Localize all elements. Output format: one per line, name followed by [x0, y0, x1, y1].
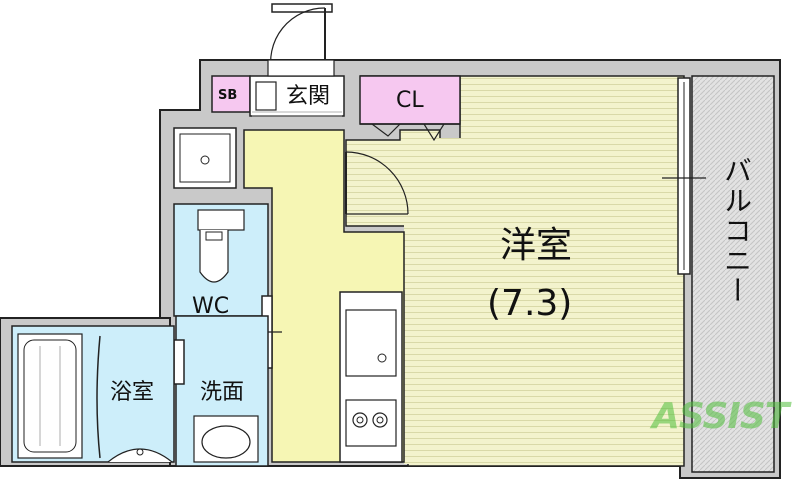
shoe-box-label: SB [218, 88, 238, 103]
toilet-label: WC [192, 294, 230, 319]
closet-label: CL [396, 88, 424, 113]
western-room-floor [404, 138, 682, 464]
closet-area [359, 75, 461, 125]
watermark-logo: ASSIST [652, 396, 789, 437]
bathroom-label: 浴室 [110, 380, 155, 405]
balcony-label: バルコニー [720, 156, 753, 306]
wash-basin [193, 415, 259, 463]
balcony-area [691, 75, 775, 473]
shoe-box-area [211, 75, 251, 113]
entrance-label: 玄関 [286, 84, 331, 109]
western-room-size: (7.3) [487, 283, 573, 324]
washer-pan [173, 127, 237, 189]
bathtub [17, 333, 83, 459]
front-door [267, 3, 335, 77]
balcony-window [662, 77, 706, 275]
toilet-fixture [197, 209, 245, 283]
room-door [345, 151, 409, 215]
western-room-label: 洋室 [500, 225, 573, 266]
kitchen-counter [339, 291, 403, 463]
washroom-label: 洗面 [200, 380, 245, 405]
